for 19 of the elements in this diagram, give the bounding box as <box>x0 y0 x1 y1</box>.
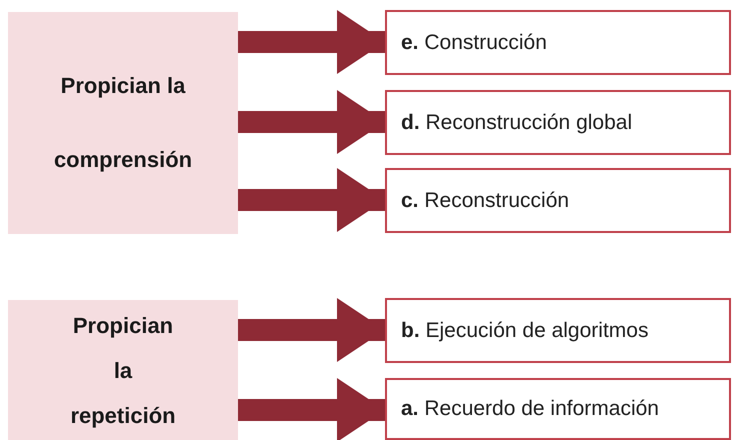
category-panel <box>8 12 238 234</box>
block-arrow <box>238 298 385 362</box>
level-box <box>385 378 731 440</box>
level-box <box>385 298 731 363</box>
category-label: Propician la repetición <box>70 312 176 430</box>
level-label: d. Reconstrucción global <box>401 110 632 134</box>
block-arrow <box>238 168 385 232</box>
level-label: e. Construcción <box>401 30 547 54</box>
level-box <box>385 168 731 233</box>
level-box <box>385 90 731 155</box>
block-arrow <box>238 378 385 440</box>
block-arrow <box>238 90 385 154</box>
level-label: c. Reconstrucción <box>401 188 570 212</box>
category-panel <box>8 300 238 440</box>
block-arrow <box>238 10 385 74</box>
level-box <box>385 10 731 75</box>
category-label: Propician la comprensión <box>54 72 192 174</box>
level-label: b. Ejecución de algoritmos <box>401 318 648 342</box>
level-label: a. Recuerdo de información <box>401 397 659 421</box>
